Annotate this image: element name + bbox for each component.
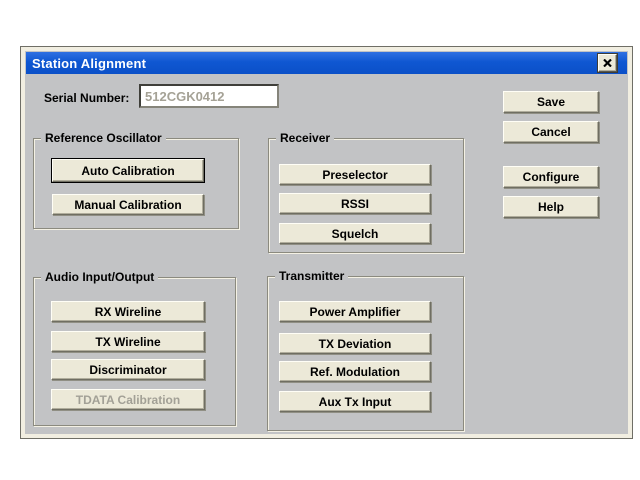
cancel-button[interactable]: Cancel bbox=[503, 121, 599, 143]
serial-number-input[interactable] bbox=[139, 84, 279, 108]
group-transmitter-label: Transmitter bbox=[275, 269, 349, 283]
ref-modulation-button[interactable]: Ref. Modulation bbox=[279, 361, 431, 382]
squelch-button[interactable]: Squelch bbox=[279, 223, 431, 244]
group-reference-oscillator: Reference Oscillator bbox=[33, 131, 239, 229]
window-title: Station Alignment bbox=[32, 55, 147, 71]
tdata-calibration-button: TDATA Calibration bbox=[51, 389, 205, 410]
close-icon bbox=[603, 59, 612, 67]
save-button[interactable]: Save bbox=[503, 91, 599, 113]
rx-wireline-button[interactable]: RX Wireline bbox=[51, 301, 205, 322]
group-audio-input-output: Audio Input/Output bbox=[33, 270, 236, 426]
tx-deviation-button[interactable]: TX Deviation bbox=[279, 333, 431, 354]
preselector-button[interactable]: Preselector bbox=[279, 164, 431, 185]
group-receiver: Receiver bbox=[268, 131, 464, 253]
titlebar: Station Alignment bbox=[26, 52, 627, 74]
group-reference-oscillator-label: Reference Oscillator bbox=[41, 131, 166, 145]
aux-tx-input-button[interactable]: Aux Tx Input bbox=[279, 391, 431, 412]
power-amplifier-button[interactable]: Power Amplifier bbox=[279, 301, 431, 322]
serial-number-label: Serial Number: bbox=[44, 91, 130, 105]
group-transmitter: Transmitter bbox=[267, 269, 464, 431]
group-audio-input-output-label: Audio Input/Output bbox=[41, 270, 159, 284]
station-alignment-dialog: Station Alignment Serial Number: Save Ca… bbox=[20, 46, 633, 439]
close-button[interactable] bbox=[598, 54, 617, 72]
tx-wireline-button[interactable]: TX Wireline bbox=[51, 331, 205, 352]
configure-button[interactable]: Configure bbox=[503, 166, 599, 188]
rssi-button[interactable]: RSSI bbox=[279, 193, 431, 214]
group-receiver-label: Receiver bbox=[276, 131, 335, 145]
discriminator-button[interactable]: Discriminator bbox=[51, 359, 205, 380]
help-button[interactable]: Help bbox=[503, 196, 599, 218]
manual-calibration-button[interactable]: Manual Calibration bbox=[52, 194, 204, 215]
auto-calibration-button[interactable]: Auto Calibration bbox=[52, 159, 204, 182]
